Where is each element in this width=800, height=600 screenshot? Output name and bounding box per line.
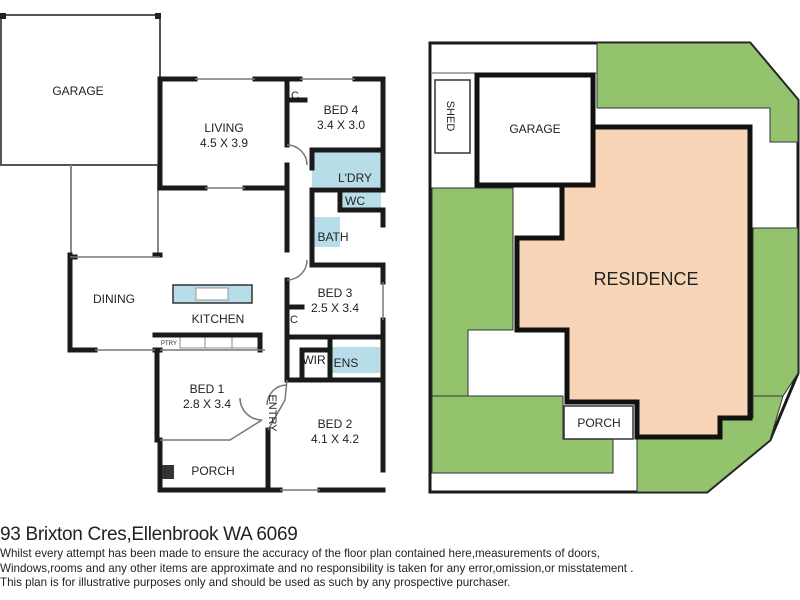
- site-garage: [474, 72, 596, 188]
- garage-room: [0, 14, 161, 166]
- porch-post: [162, 465, 174, 479]
- cupboard-label: C: [291, 90, 299, 102]
- laundry-label: L'DRY: [338, 171, 372, 185]
- entry-label: ENTRY: [266, 394, 278, 432]
- disclaimer-line: This plan is for illustrative purposes o…: [0, 576, 511, 589]
- bed2-dimensions: 4.1 X 4.2: [311, 432, 359, 446]
- disclaimer: Whilst every attempt has been made to en…: [0, 547, 633, 591]
- wet-areas: [172, 152, 382, 373]
- bed3-dimensions: 2.5 X 3.4: [311, 301, 359, 315]
- living-dimensions: 4.5 X 3.9: [200, 136, 248, 150]
- site-shed-label: SHED: [444, 101, 456, 132]
- site-porch: [563, 405, 634, 440]
- site-garage-label: GARAGE: [509, 122, 560, 136]
- property-address: 93 Brixton Cres,Ellenbrook WA 6069: [0, 524, 298, 545]
- plans-canvas: GARAGE LIVING 4.5 X 3.9 BED 4 3.4 X 3.0 …: [0, 13, 800, 494]
- garage-label: GARAGE: [52, 84, 103, 98]
- disclaimer-line: Whilst every attempt has been made to en…: [0, 547, 600, 560]
- bed4-label: BED 4: [324, 103, 359, 117]
- bed1-label: BED 1: [190, 382, 225, 396]
- wc-label: WC: [345, 194, 365, 208]
- bath-label: BATH: [317, 230, 348, 244]
- bed3-label: BED 3: [318, 286, 353, 300]
- wir-label: WIR: [302, 353, 326, 367]
- kitchen-label: KITCHEN: [192, 312, 245, 326]
- bed2-label: BED 2: [318, 417, 353, 431]
- site-plan: GARAGE SHED RESIDENCE PORCH: [428, 41, 800, 494]
- lawn-areas: [431, 42, 799, 493]
- site-porch-label: PORCH: [577, 416, 620, 430]
- pantry-label: PTRY: [161, 341, 177, 347]
- dining-label: DINING: [93, 292, 135, 306]
- porch-label: PORCH: [191, 464, 234, 478]
- cupboard-label-2: C: [290, 314, 298, 326]
- bed1-dimensions: 2.8 X 3.4: [183, 397, 231, 411]
- bed4-dimensions: 3.4 X 3.0: [317, 118, 365, 132]
- residence-label: RESIDENCE: [593, 269, 698, 289]
- sink-icon: [195, 287, 229, 301]
- floor-plan: GARAGE LIVING 4.5 X 3.9 BED 4 3.4 X 3.0 …: [0, 13, 386, 493]
- disclaimer-line: Windows,rooms and any other items are ap…: [0, 561, 634, 575]
- walls: [67, 76, 386, 493]
- site-shed: [434, 79, 471, 154]
- ensuite-label: ENS: [334, 356, 359, 370]
- living-label: LIVING: [204, 121, 243, 135]
